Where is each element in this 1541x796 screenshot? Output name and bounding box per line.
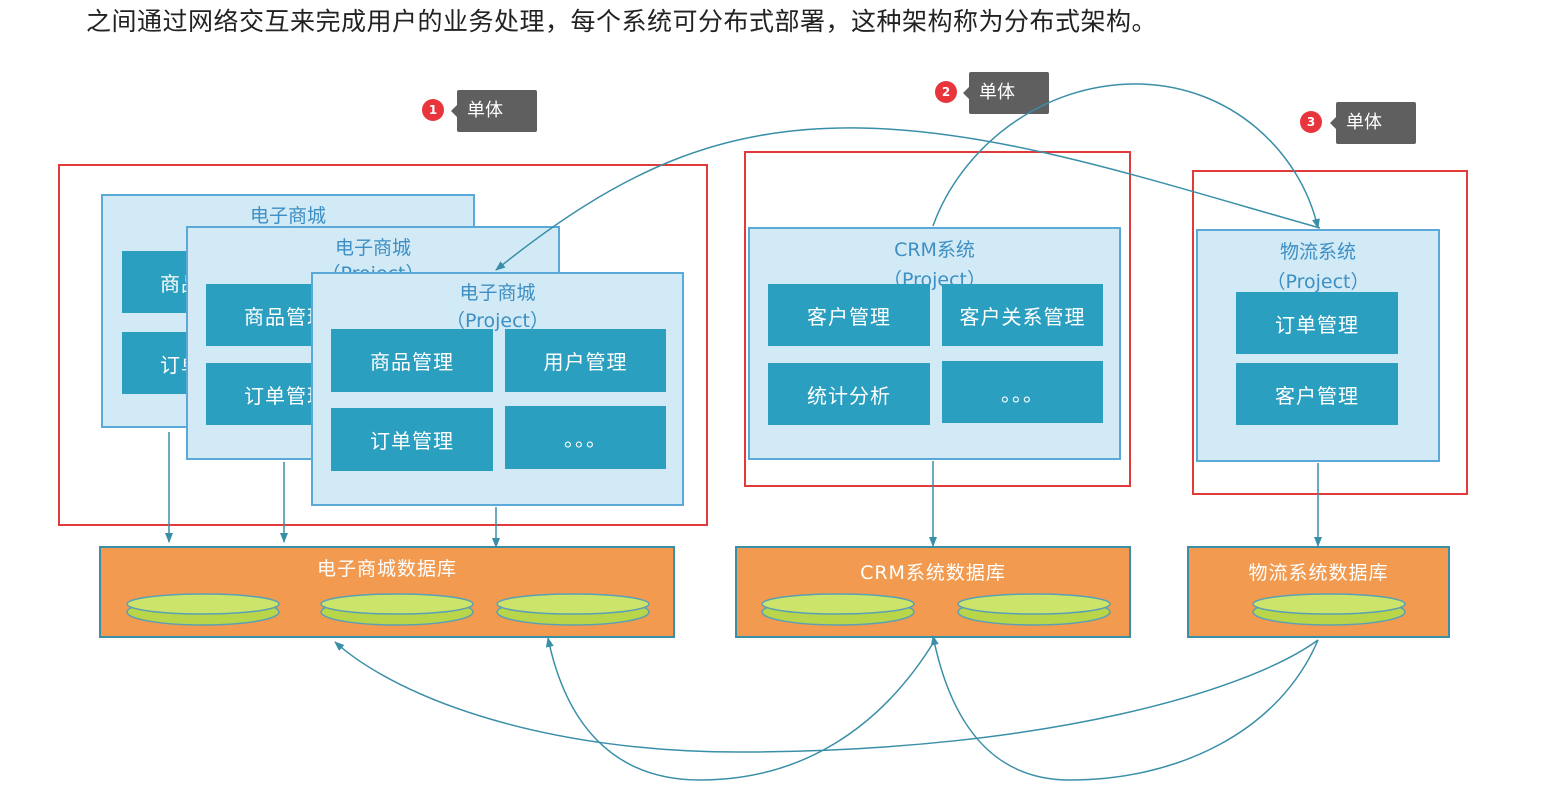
crm-title: CRM系统 — [894, 239, 975, 261]
ecommerce-module-users: 用户管理 — [505, 329, 666, 392]
ecommerce-front-subtitle: （Project） — [445, 310, 549, 332]
crm-disk-2 — [957, 593, 1111, 626]
ecommerce-mid-title: 电子商城 — [334, 237, 411, 259]
callout-badge-1: 1 — [422, 99, 444, 121]
callout-tooltip-3: 单体 — [1330, 102, 1416, 144]
logistics-subtitle: （Project） — [1266, 271, 1370, 293]
ecommerce-monolith-highlight — [58, 164, 708, 526]
callout-tooltip-1: 单体 — [451, 90, 537, 132]
logistics-disk — [1252, 593, 1406, 626]
curve-logistics-to-ecommerce — [495, 127, 1321, 271]
crm-module-more: 。。。 — [942, 361, 1103, 423]
ecommerce-module-more: 。。。 — [505, 406, 666, 469]
crm-database-label: CRM系统数据库 — [860, 562, 1006, 584]
ecommerce-module-goods: 商品管理 — [331, 329, 493, 392]
ecommerce-database-label: 电子商城数据库 — [316, 558, 457, 580]
logistics-module-orders: 订单管理 — [1236, 292, 1398, 354]
crm-project: CRM系统 （Project） 客户管理 客户关系管理 统计分析 。。。 — [748, 227, 1121, 460]
ecommerce-disk-1 — [126, 593, 280, 626]
logistics-project: 物流系统 （Project） 订单管理 客户管理 — [1196, 229, 1440, 462]
crm-module-relationship: 客户关系管理 — [942, 284, 1103, 346]
logistics-title: 物流系统 — [1279, 241, 1356, 263]
curve-crm-to-ecommerce-db — [545, 637, 936, 781]
intro-text: 之间通过网络交互来完成用户的业务处理，每个系统可分布式部署，这种架构称为分布式架… — [86, 7, 1158, 36]
crm-module-statistics: 统计分析 — [768, 363, 930, 425]
ecommerce-module-orders: 订单管理 — [331, 408, 493, 471]
ecommerce-disk-3 — [496, 593, 650, 626]
ecommerce-disk-2 — [320, 593, 474, 626]
curve-logistics-to-crm-db — [930, 635, 1319, 781]
callout-badge-3: 3 — [1300, 111, 1322, 133]
logistics-module-customers: 客户管理 — [1236, 363, 1398, 425]
logistics-database-label: 物流系统数据库 — [1248, 562, 1389, 584]
crm-module-customer: 客户管理 — [768, 284, 930, 346]
crm-disk-1 — [761, 593, 915, 626]
curve-crm-to-logistics — [932, 83, 1320, 229]
callout-tooltip-2: 单体 — [963, 72, 1049, 114]
ecommerce-project-front: 电子商城 （Project） 商品管理 用户管理 订单管理 。。。 — [311, 272, 684, 506]
ecommerce-back-title: 电子商城 — [249, 205, 326, 227]
crm-monolith-highlight — [744, 151, 1131, 487]
curve-logistics-to-ecommerce-db — [334, 639, 1319, 753]
ecommerce-front-title: 电子商城 — [459, 282, 536, 304]
callout-badge-2: 2 — [935, 81, 957, 103]
logistics-monolith-highlight — [1192, 170, 1468, 495]
